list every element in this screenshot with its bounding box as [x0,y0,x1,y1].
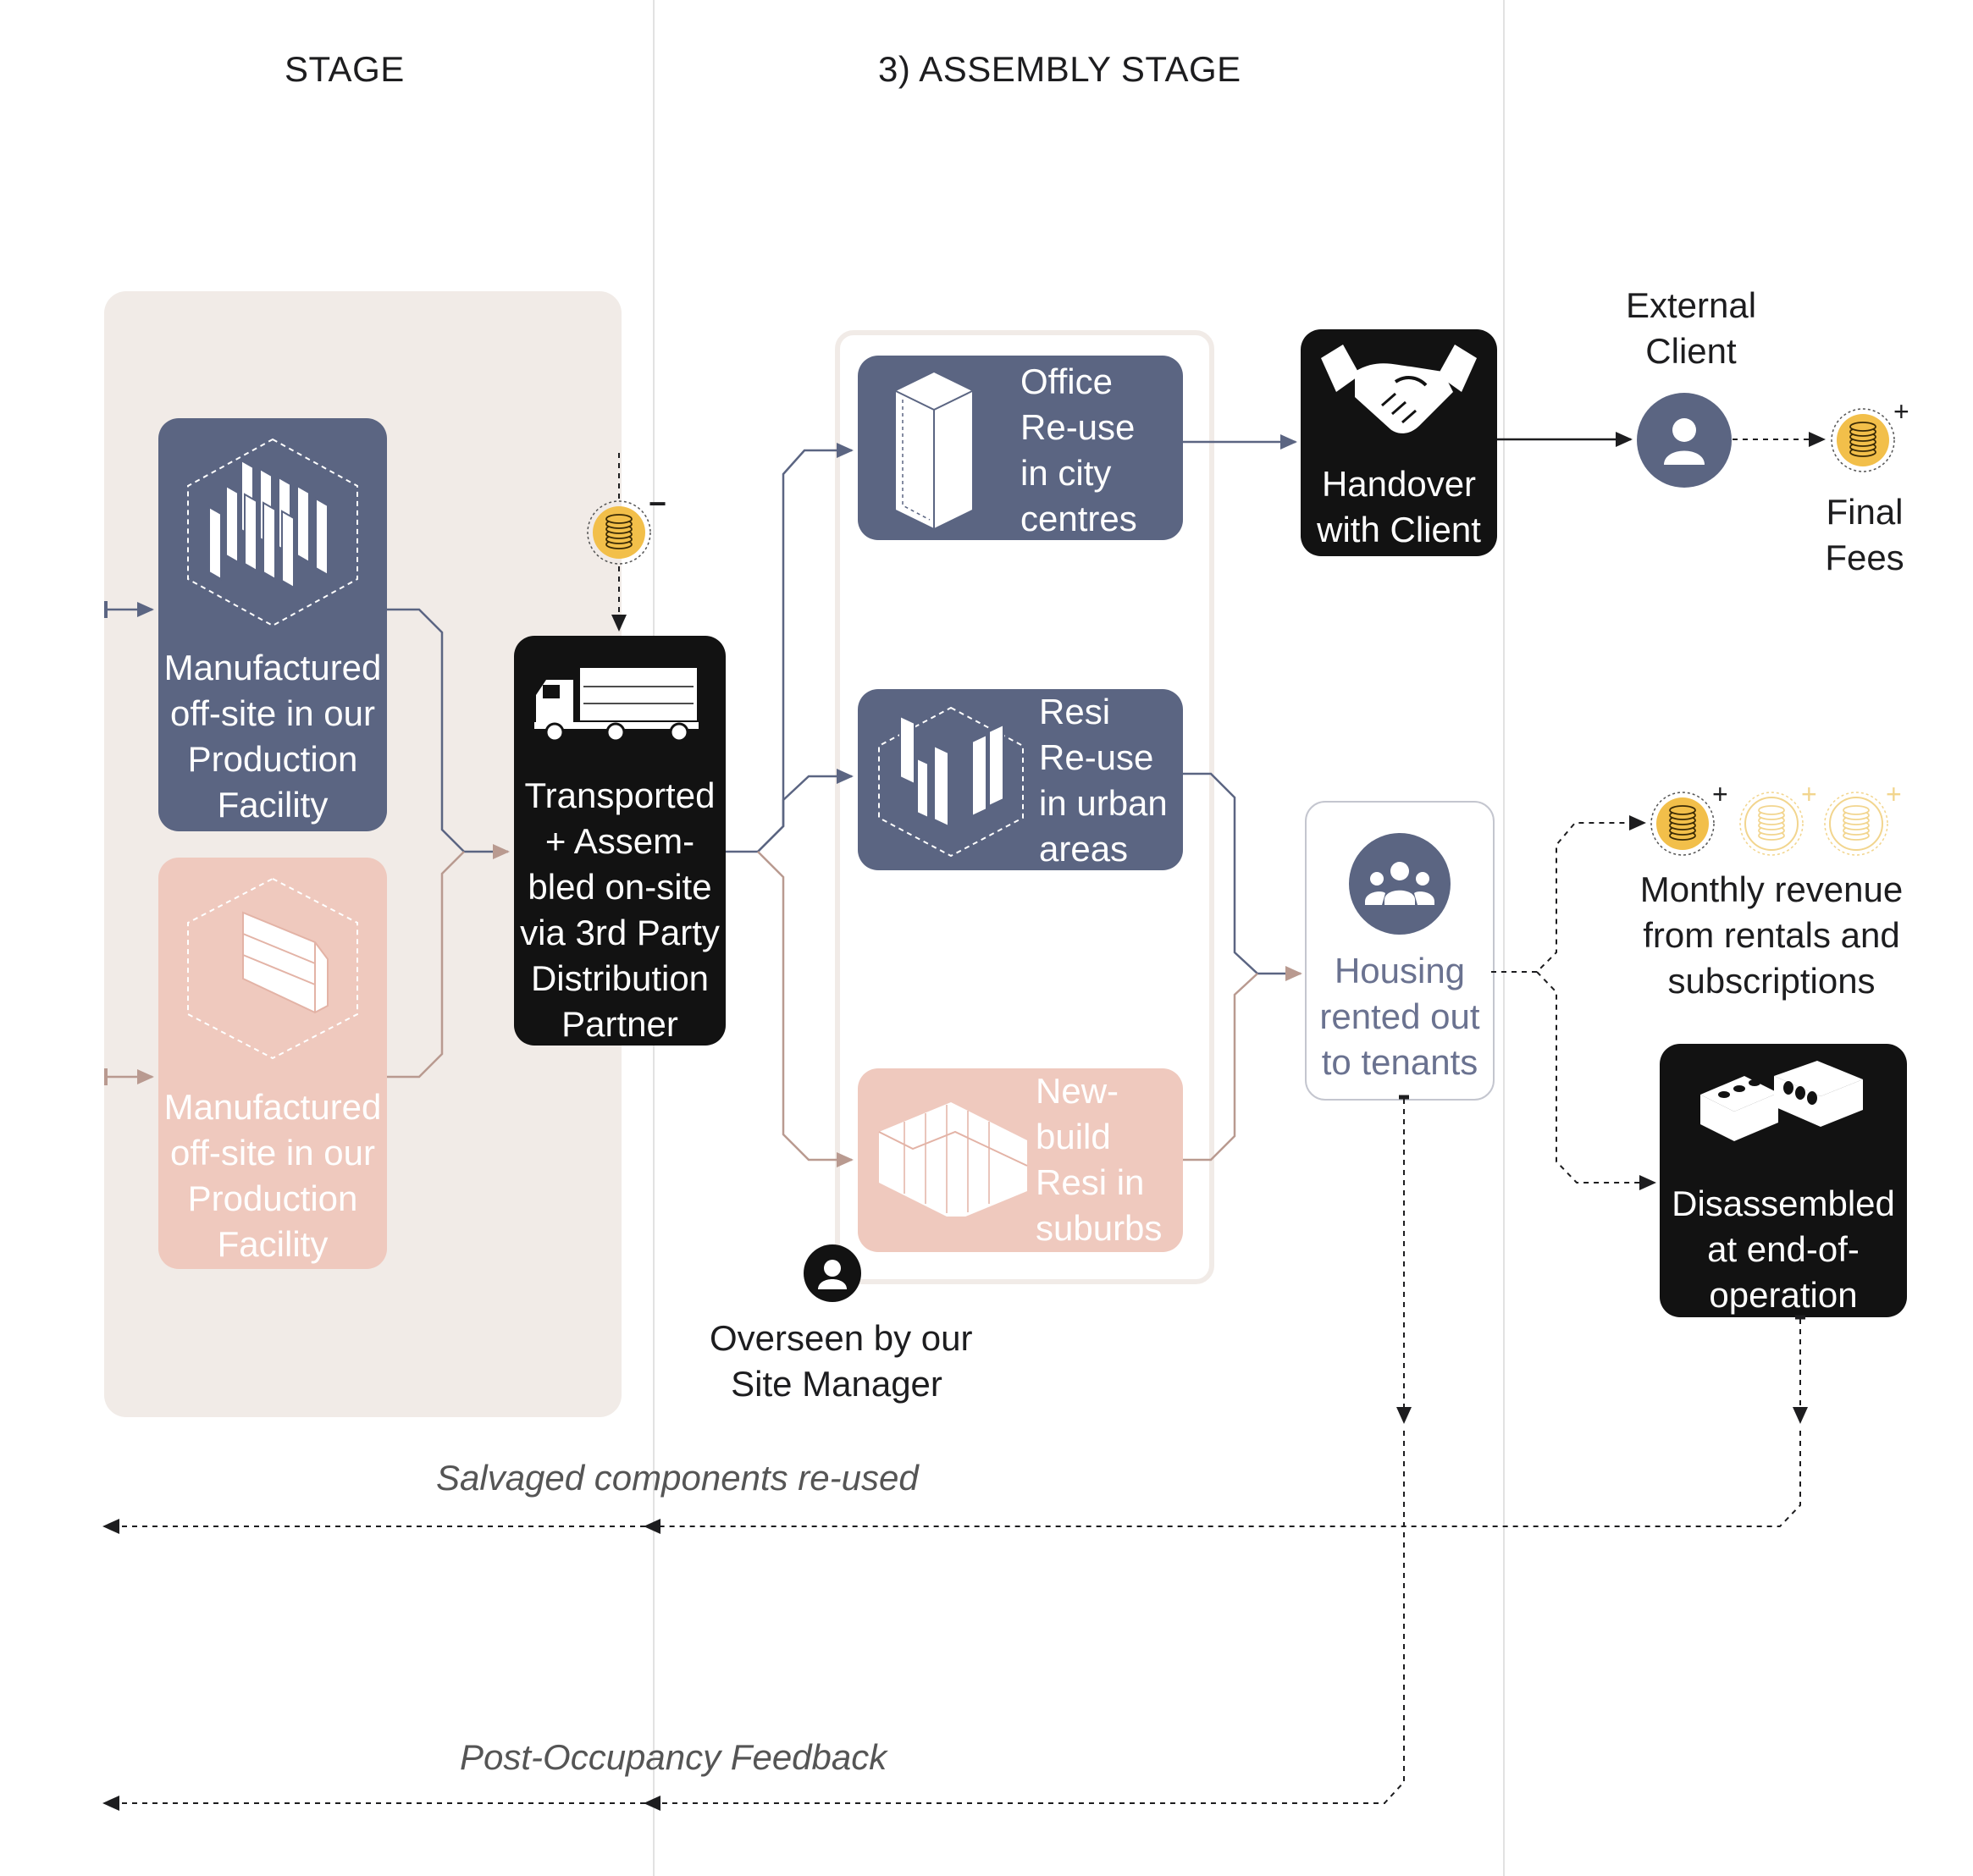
revenue-coins-icon-3 [1824,792,1888,856]
revenue-plus-sign-1: + [1712,779,1728,809]
revenue-coins-icon-1 [1650,792,1715,856]
truck-icon [534,668,699,742]
coins-icon [587,500,651,565]
house-block-icon [187,877,358,1060]
final-fees-plus-sign: + [1893,396,1909,427]
tower-block-icon [895,372,973,528]
site-manager-icon [804,1244,861,1302]
stacked-panels-icon [187,438,358,627]
minus-sign: − [649,486,667,521]
stage-title-left: STAGE [285,49,405,89]
longhouse-icon [878,1102,1028,1217]
frame-panels-icon [878,706,1024,858]
revenue-plus-sign-3: + [1886,779,1902,809]
final-fees-coins-icon [1831,408,1895,472]
salvaged-label: Salvaged components re-used [436,1458,919,1498]
bricks-icon [1700,1061,1863,1141]
revenue-plus-sign-2: + [1801,779,1817,809]
stage-divider-right [1503,0,1505,1876]
stage-title-assembly: 3) ASSEMBLY STAGE [878,49,1241,89]
client-user-icon[interactable] [1636,392,1733,488]
revenue-coins-icon-2 [1739,792,1804,856]
handshake-icon [1321,345,1477,433]
feedback-label: Post-Occupancy Feedback [460,1737,887,1777]
group-users-icon [1349,833,1451,935]
